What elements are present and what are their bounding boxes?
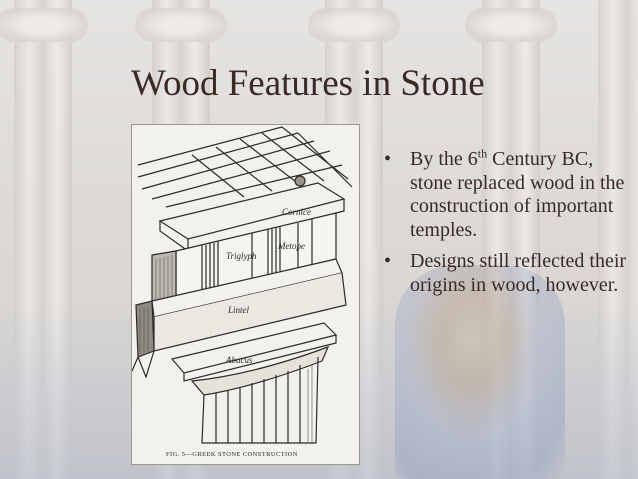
bullet-item: • By the 6th Century BC, stone replaced w…	[382, 146, 634, 242]
figure-caption: FIG. 5—GREEK STONE CONSTRUCTION	[166, 451, 298, 458]
shadow-hatching	[139, 255, 313, 443]
background-capital	[0, 8, 88, 42]
bullet-marker: •	[384, 250, 392, 272]
bullet-text: Designs still reflected their origins in…	[410, 250, 627, 296]
bullet-item: • Designs still reflected their origins i…	[382, 250, 634, 297]
label-triglyph: Triglyph	[226, 251, 257, 261]
stone-construction-figure: Cornice Triglyph Metope Lintel Abacus FI…	[131, 124, 360, 465]
bullet-list: • By the 6th Century BC, stone replaced w…	[382, 146, 634, 305]
bullet-text: By the 6	[410, 148, 478, 170]
roof-rafters	[137, 126, 353, 208]
background-person	[395, 265, 565, 479]
slide-title: Wood Features in Stone	[131, 63, 485, 104]
background-capital	[308, 8, 400, 42]
label-abacus: Abacus	[225, 355, 253, 365]
background-capital	[135, 8, 227, 42]
figure-labels: Cornice Triglyph Metope Lintel Abacus	[225, 207, 311, 365]
bullet-text-cont: Century BC, stone replaced wood in the c…	[410, 148, 625, 241]
construction-illustration: Cornice Triglyph Metope Lintel Abacus FI…	[132, 126, 353, 458]
label-lintel: Lintel	[227, 305, 250, 315]
background-capital	[465, 8, 557, 42]
label-metope: Metope	[277, 241, 305, 251]
lintel-block	[132, 258, 347, 379]
label-cornice: Cornice	[282, 207, 311, 217]
capital-block	[170, 322, 338, 396]
bullet-marker: •	[384, 148, 392, 170]
bullet-superscript: th	[477, 146, 488, 161]
column-shaft	[201, 356, 319, 444]
